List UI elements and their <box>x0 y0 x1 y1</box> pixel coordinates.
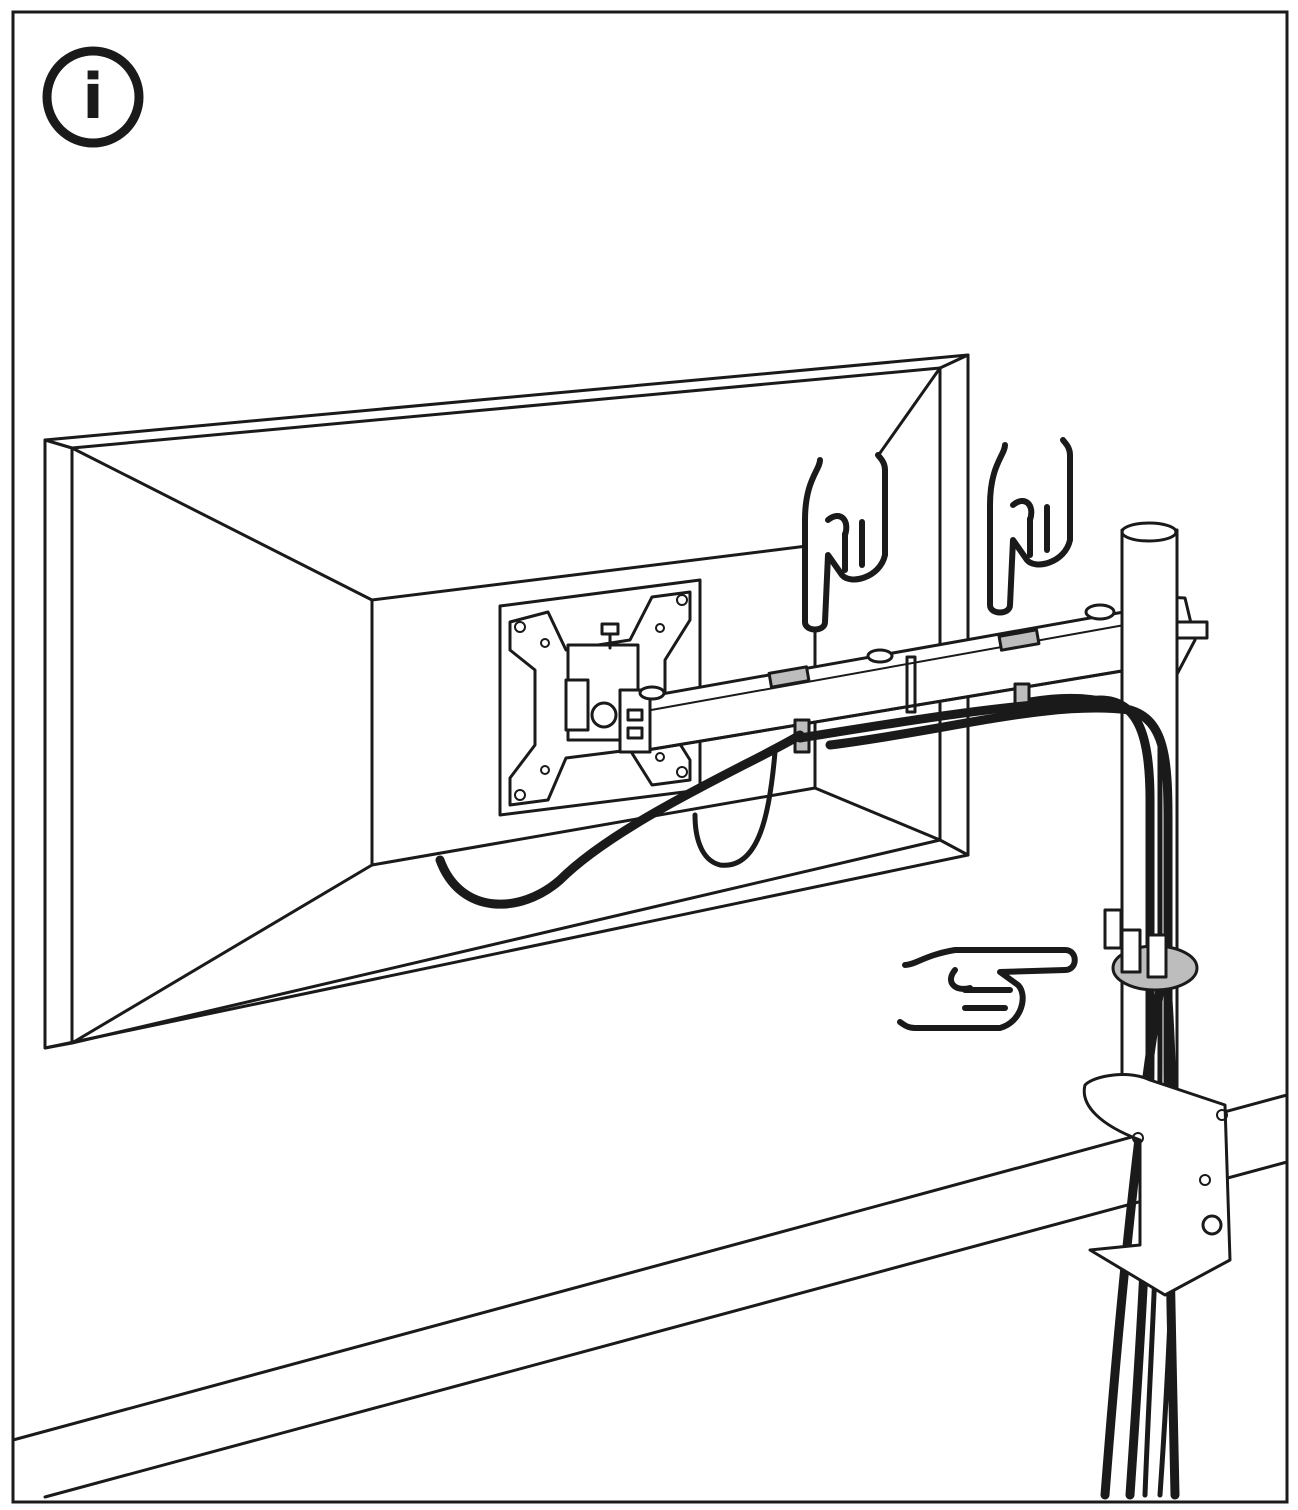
desk-clamp <box>1082 1073 1232 1297</box>
pole-cable-clamp <box>1103 908 1199 992</box>
info-icon: i <box>42 46 144 148</box>
pointing-hand-down-icon <box>802 452 888 633</box>
desk <box>11 1093 1289 1499</box>
pointing-hand-down-icon <box>987 437 1073 616</box>
pointing-hand-right-icon <box>897 947 1078 1031</box>
info-icon-glyph: i <box>82 60 103 133</box>
